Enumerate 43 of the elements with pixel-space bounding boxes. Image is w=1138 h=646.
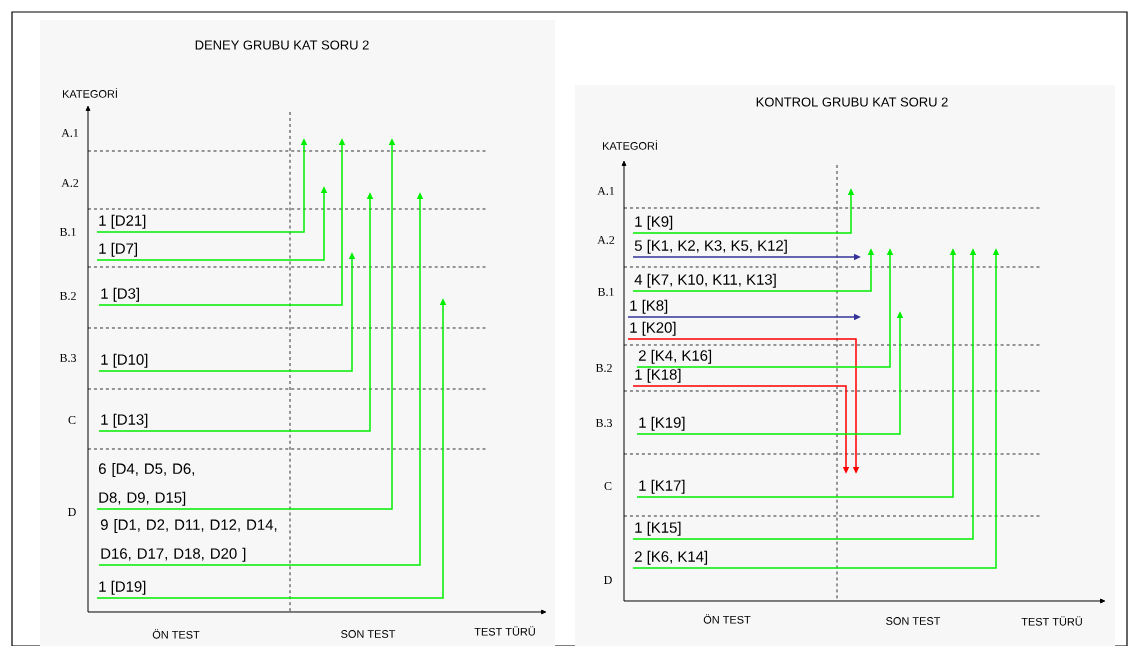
axis-label: SON TEST [341, 630, 396, 638]
category-label: C [604, 481, 612, 490]
axis-label: ÖN TEST [152, 629, 200, 639]
group-label: 6 [D4, D5, D6, D8, D9, D15] [98, 462, 194, 506]
category-label: A.2 [597, 235, 615, 245]
axis-title: KATEGORİ [63, 88, 117, 98]
category-label: B.1 [59, 227, 76, 237]
group-label: 1 [D10] [101, 353, 148, 368]
group-label: 1 [D13] [101, 413, 148, 428]
group-label: 1 [K18] [635, 368, 681, 383]
group-label: 1 [K20] [630, 321, 676, 336]
category-label: B.2 [59, 291, 76, 301]
group-label: 2 [K4, K16] [638, 349, 712, 364]
group-label: 1 [K8] [630, 299, 668, 314]
category-label: C [68, 415, 76, 424]
group-label: 1 [D21] [99, 214, 146, 229]
group-label: 1 [D19] [99, 580, 146, 595]
category-label: B.3 [59, 353, 76, 363]
group-label: 1 [K15] [635, 521, 681, 536]
group-label: 1 [D3] [101, 287, 139, 302]
axis-label: SON TEST [886, 617, 941, 625]
category-label: B.3 [595, 418, 612, 428]
axis-label: TEST TÜRÜ [474, 626, 535, 636]
category-label: B.1 [597, 287, 614, 297]
group-label: 1 [K19] [639, 416, 685, 431]
group-label: 9 [D1, D2, D11, D12, D14, D16, D17, D18, D20 ] [100, 518, 277, 562]
axis-title: KATEGORİ [603, 140, 657, 150]
group-label: 2 [K6, K14] [634, 550, 708, 565]
category-label: D [68, 508, 76, 516]
category-label: A.1 [597, 186, 615, 196]
category-label: B.2 [595, 363, 612, 373]
group-label: 1 [K17] [639, 479, 685, 494]
axis-label: ÖN TEST [703, 614, 751, 624]
axis-label: TEST TÜRÜ [1021, 616, 1082, 626]
group-label: 5 [K1, K2, K3, K5, K12] [634, 239, 787, 254]
category-label: A.1 [61, 128, 79, 138]
group-label: 1 [D7] [99, 242, 137, 257]
category-label: A.2 [61, 178, 79, 188]
category-label: D [604, 576, 612, 584]
panel-title: KONTROL GRUBU KAT SORU 2 [756, 97, 948, 107]
panel-title: DENEY GRUBU KAT SORU 2 [195, 40, 369, 50]
group-label: 1 [K9] [635, 215, 673, 230]
group-label: 4 [K7, K10, K11, K13] [634, 273, 776, 288]
